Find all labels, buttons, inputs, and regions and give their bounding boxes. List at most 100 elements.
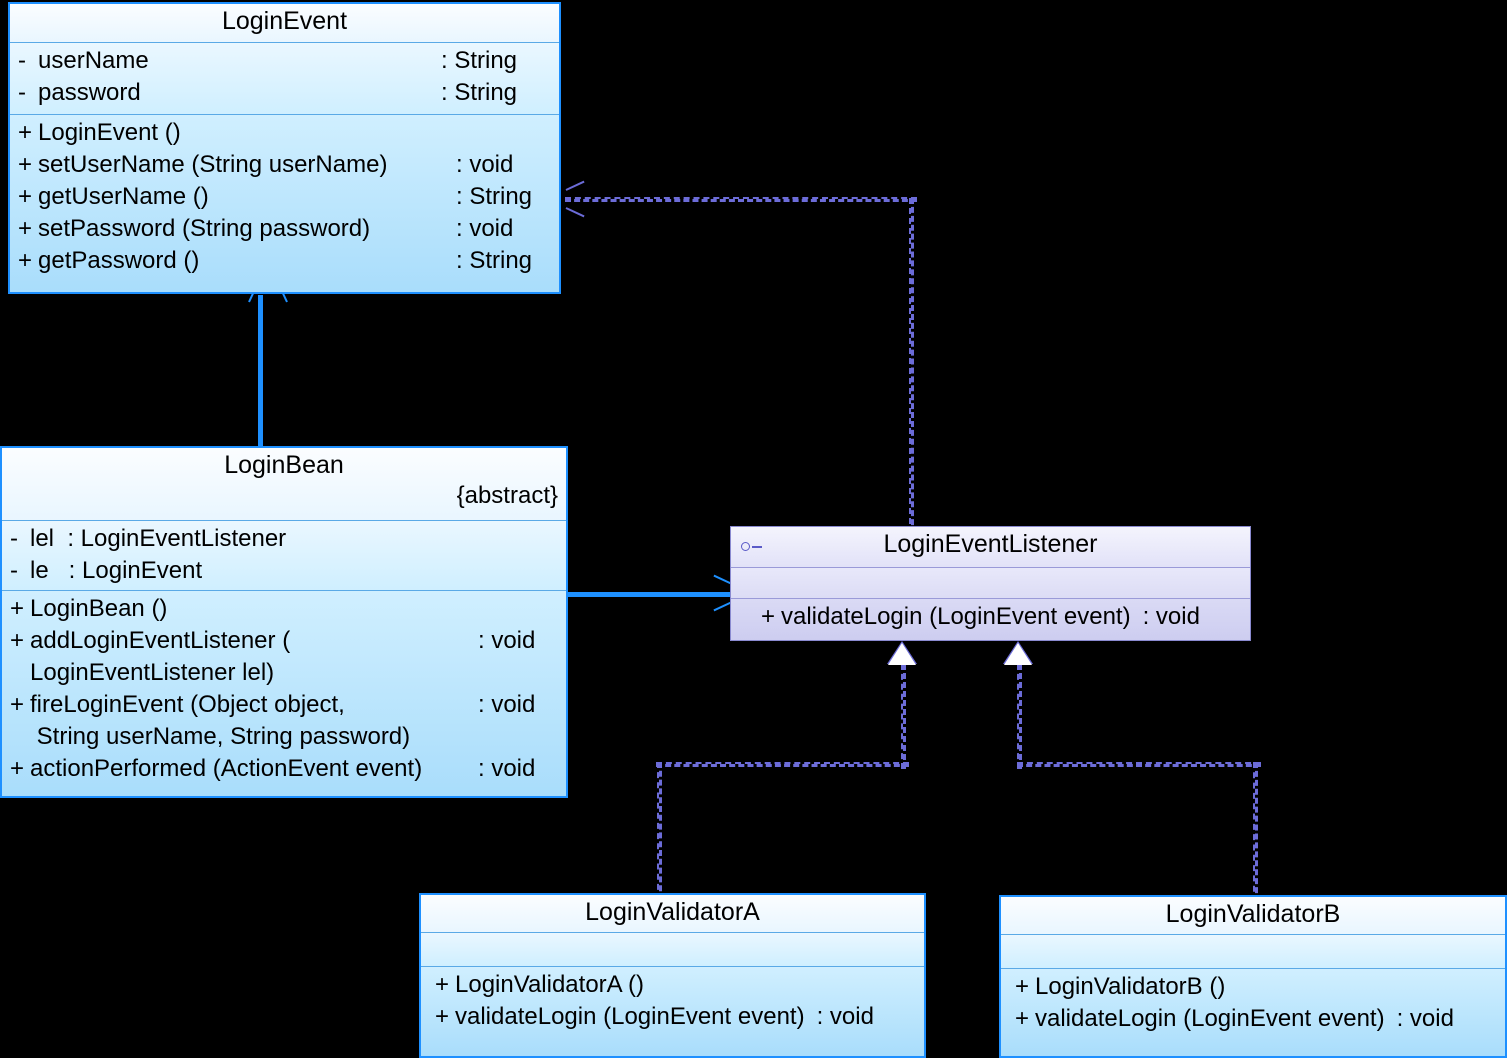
operation-row: + LoginBean () (10, 593, 558, 625)
class-box-login-event[interactable]: LoginEvent - userName : String - passwor… (8, 2, 561, 294)
class-name-compartment-login-event-listener: LoginEventListener (731, 527, 1250, 567)
operations-compartment-login-bean: + LoginBean () + addLoginEventListener (… (2, 590, 566, 796)
operation-type: : void (478, 626, 536, 654)
operation-row: + validateLogin (LoginEvent event) : voi… (429, 1001, 916, 1033)
operation-signature: LoginEventListener lel) (30, 658, 275, 686)
class-title-login-event: LoginEvent (221, 7, 348, 35)
operation-row: + setPassword (String password) : void (18, 213, 551, 245)
operation-visibility: + (10, 754, 25, 782)
connector-validatorB-vertical-lower (1253, 762, 1258, 902)
class-title-login-validator-a: LoginValidatorA (585, 898, 760, 926)
connector-listener-to-event-arrowhead-bottom (565, 207, 585, 218)
operation-visibility: + (10, 690, 25, 718)
operation-row: + actionPerformed (ActionEvent event) : … (10, 753, 558, 785)
operation-signature: getUserName () (38, 182, 209, 210)
operation-signature: setUserName (String userName) (38, 150, 388, 178)
attribute-visibility: - (10, 525, 18, 552)
attribute-row: - userName : String (18, 45, 551, 77)
class-name-compartment-login-bean: LoginBean {abstract} (2, 448, 566, 520)
operation-visibility: + (1015, 973, 1030, 1000)
operation-signature: LoginEvent () (38, 119, 181, 146)
operation-type (456, 117, 551, 149)
attributes-compartment-login-bean: - lel : LoginEventListener - le : LoginE… (2, 520, 566, 590)
operation-type: : String (456, 246, 533, 274)
operation-type: : String (456, 182, 533, 210)
connector-validatorA-vertical-upper (901, 664, 906, 769)
operation-row: + LoginValidatorB () (1009, 971, 1497, 1003)
class-box-login-validator-a[interactable]: LoginValidatorA + LoginValidatorA () + v… (419, 893, 926, 1058)
operation-row: + validateLogin (LoginEvent event) : voi… (1009, 1003, 1497, 1035)
operations-compartment-login-validator-b: + LoginValidatorB () + validateLogin (Lo… (1001, 968, 1505, 1056)
operation-type: : void (1142, 603, 1200, 630)
class-title-login-event-listener: LoginEventListener (883, 530, 1098, 558)
class-name-compartment-login-validator-b: LoginValidatorB (1001, 897, 1505, 934)
attribute-signature: le : LoginEvent (30, 556, 203, 584)
connector-validatorA-vertical-lower (657, 762, 662, 900)
operation-row: + fireLoginEvent (Object object, : void (10, 689, 558, 721)
operation-row: + getUserName () : String (18, 181, 551, 213)
operation-signature: LoginBean () (30, 595, 168, 622)
operation-signature: setPassword (String password) (38, 214, 371, 242)
operation-signature: validateLogin (LoginEvent event) (781, 603, 1131, 630)
connector-bean-to-listener-segment (568, 592, 736, 597)
operation-row-continuation: String userName, String password) (10, 721, 558, 753)
operation-signature: validateLogin (LoginEvent event) (1035, 1004, 1385, 1032)
operation-visibility: + (18, 150, 33, 178)
attribute-type: : String (441, 78, 518, 106)
attribute-row: - le : LoginEvent (10, 555, 558, 587)
operation-signature: fireLoginEvent (Object object, (30, 690, 345, 718)
operation-signature: LoginValidatorB () (1035, 973, 1226, 1000)
class-name-compartment-login-validator-a: LoginValidatorA (421, 895, 924, 932)
connector-validatorB-vertical-upper (1017, 664, 1022, 769)
connector-validatorB-horizontal (1017, 762, 1261, 767)
connector-validatorA-horizontal (656, 762, 909, 767)
attribute-signature: userName (38, 47, 149, 74)
interface-socket-stem (752, 546, 762, 548)
attributes-compartment-login-event-listener (731, 567, 1250, 598)
operation-type: : void (816, 1002, 874, 1030)
attributes-compartment-login-event: - userName : String - password : String (10, 42, 559, 114)
operation-visibility: + (1015, 1004, 1030, 1032)
connector-listener-to-event-arrowhead-top (565, 180, 585, 191)
class-box-login-validator-b[interactable]: LoginValidatorB + LoginValidatorB () + v… (999, 895, 1507, 1058)
operations-compartment-login-event-listener: + validateLogin (LoginEvent event) : voi… (731, 598, 1250, 640)
attributes-compartment-login-validator-a (421, 932, 924, 966)
connector-validatorA-triangle-fill (888, 643, 916, 665)
operations-compartment-login-validator-a: + LoginValidatorA () + validateLogin (Lo… (421, 966, 924, 1056)
operation-type: : void (456, 150, 514, 178)
operation-row: + LoginValidatorA () (429, 969, 916, 1001)
operation-type: : void (1396, 1004, 1454, 1032)
operation-row: + addLoginEventListener ( : void (10, 625, 558, 657)
class-name-compartment-login-event: LoginEvent (10, 4, 559, 42)
operation-signature: String userName, String password) (30, 722, 411, 750)
operation-visibility: + (10, 595, 25, 622)
interface-socket-ring (741, 542, 750, 551)
class-title-login-validator-b: LoginValidatorB (1165, 900, 1341, 928)
attribute-visibility: - (10, 556, 18, 584)
operation-visibility: + (435, 971, 450, 998)
operation-visibility: + (18, 214, 33, 242)
operation-row: + getPassword () : String (18, 245, 551, 277)
attribute-visibility: - (18, 78, 26, 106)
class-box-login-bean[interactable]: LoginBean {abstract} - lel : LoginEventL… (0, 446, 568, 798)
operation-visibility: + (18, 119, 33, 146)
operation-visibility: + (435, 1002, 450, 1030)
operation-type: : void (478, 754, 536, 782)
operations-compartment-login-event: + LoginEvent () + setUserName (String us… (10, 114, 559, 292)
interface-box-login-event-listener[interactable]: LoginEventListener + validateLogin (Logi… (730, 526, 1251, 641)
operation-signature: addLoginEventListener ( (30, 626, 291, 654)
attribute-signature: lel : LoginEventListener (30, 525, 287, 552)
attributes-compartment-login-validator-b (1001, 934, 1505, 968)
operation-visibility: + (18, 246, 33, 274)
connector-listener-to-event-vertical (909, 198, 914, 534)
operation-row-continuation: LoginEventListener lel) (10, 657, 558, 689)
class-title-login-bean: LoginBean (224, 451, 344, 479)
operation-type (478, 593, 558, 625)
operation-signature: actionPerformed (ActionEvent event) (30, 754, 423, 782)
operation-signature: validateLogin (LoginEvent event) (455, 1002, 805, 1030)
operation-row: + setUserName (String userName) : void (18, 149, 551, 181)
operation-type (478, 657, 558, 689)
operation-signature: LoginValidatorA () (455, 971, 644, 998)
attribute-signature: password (38, 78, 141, 106)
